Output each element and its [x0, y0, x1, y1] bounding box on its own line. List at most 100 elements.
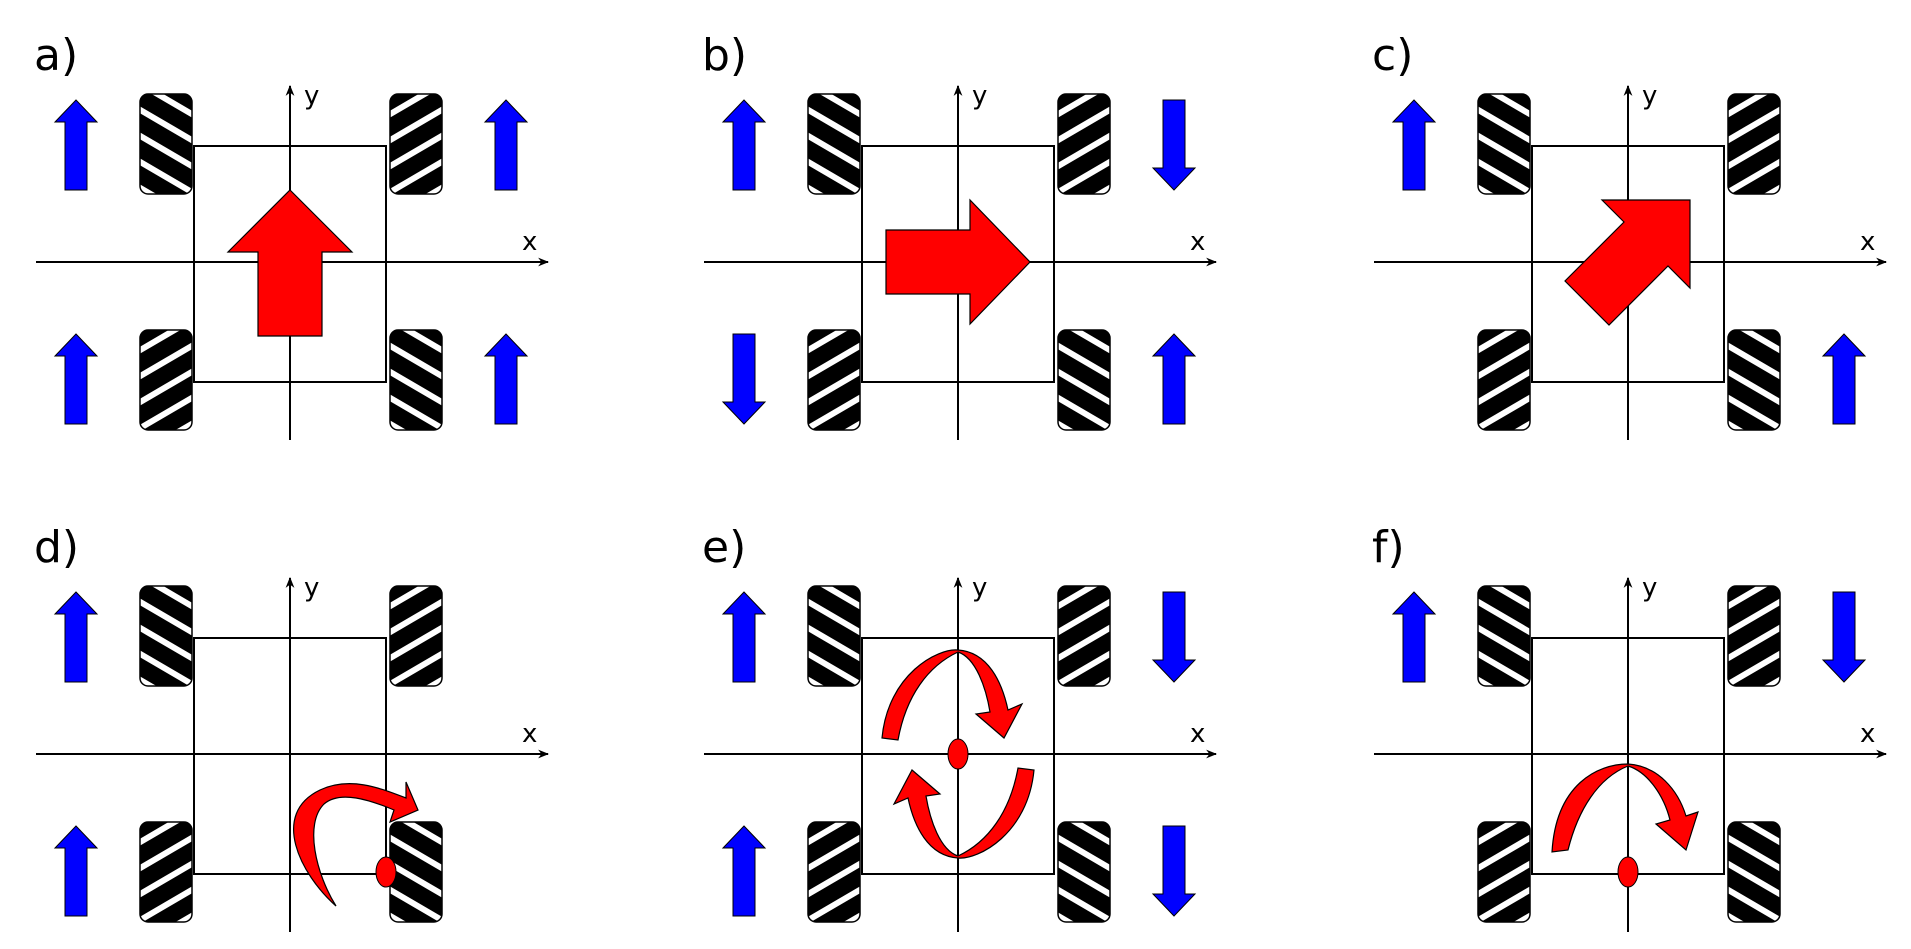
wheel-front-right-roller — [390, 619, 442, 667]
wheel-front-left-roller — [140, 619, 192, 667]
wheel-rear-left — [130, 262, 202, 431]
wheel-arrow-front-left — [721, 591, 767, 683]
x-axis-label: x — [1860, 227, 1875, 257]
wheel-rear-left-roller — [140, 907, 192, 922]
wheel-front-right-roller — [380, 700, 452, 742]
wheel-front-right-roller — [380, 518, 452, 560]
wheel-front-left-body — [1478, 94, 1530, 194]
wheel-rear-left-roller — [1478, 829, 1530, 877]
wheel-front-right-roller — [380, 208, 452, 250]
wheel-rear-right-roller — [1728, 822, 1780, 825]
wheel-rear-left-roller — [140, 855, 192, 903]
y-axis-label: y — [304, 573, 319, 603]
wheel-rear-left-roller — [808, 363, 860, 411]
wheel-rear-right-roller — [1058, 363, 1110, 411]
rotation-arrow-top — [881, 649, 1024, 741]
wheel-rear-left-body — [1468, 330, 1540, 486]
wheel-front-right-roller — [1058, 586, 1110, 589]
wheel-front-left — [139, 585, 193, 687]
wheel-rear-right-roller — [390, 337, 442, 385]
wheel-arrow-front-left — [53, 591, 99, 683]
wheel-arrow-front-left — [1391, 99, 1437, 191]
wheel-front-left-roller — [1478, 586, 1530, 615]
wheel-front-left-outline — [807, 93, 861, 195]
wheel-front-right-body — [1718, 94, 1790, 250]
wheel-rear-right-roller — [1718, 936, 1790, 949]
wheel-rear-right-body — [380, 330, 452, 486]
wheel-front-left-roller — [808, 586, 860, 615]
wheel-rear-left-roller — [140, 337, 192, 385]
panel-label: f) — [1372, 522, 1405, 573]
wheel-rear-left-roller — [1478, 363, 1530, 411]
wheel-front-left-roller — [1478, 94, 1530, 97]
rotation-arrow-bottom — [892, 767, 1035, 859]
wheel-rear-left-roller — [798, 936, 870, 949]
wheel-rear-left-roller — [130, 262, 202, 304]
wheel-rear-right-roller — [1728, 855, 1780, 903]
wheel-arrow-rear-right — [483, 333, 529, 425]
wheel-rear-left-body — [798, 262, 870, 430]
wheel-rear-left — [139, 821, 193, 923]
wheel-rear-right-outline — [1057, 821, 1111, 923]
wheel-front-right-roller — [1058, 127, 1110, 175]
wheel-front-left-body — [140, 586, 192, 686]
wheel-front-right-roller — [390, 593, 442, 641]
wheel-front-right-roller — [1058, 94, 1110, 123]
wheel-arrow-rear-right — [1151, 825, 1197, 917]
wheel-front-right-roller — [390, 586, 442, 615]
wheel-rear-left-roller — [140, 822, 192, 825]
wheel-front-right — [1727, 585, 1781, 687]
wheel-front-right-roller — [1058, 593, 1110, 641]
wheel-rear-left-roller — [140, 363, 192, 411]
rotation-arrow — [293, 781, 419, 907]
rotation-center — [947, 738, 969, 770]
wheel-arrow-front-left — [721, 99, 767, 191]
wheel-front-left — [1477, 585, 1531, 687]
y-axis-label: y — [1642, 81, 1657, 111]
wheel-rear-left-roller — [798, 262, 870, 304]
wheel-front-right-roller — [1718, 208, 1790, 250]
wheel-front-left — [807, 93, 861, 195]
wheel-rear-left-roller — [140, 330, 192, 333]
wheel-rear-left-roller — [1468, 936, 1540, 949]
wheel-rear-left-roller — [1468, 444, 1540, 486]
panel-e: e)xy — [702, 522, 1218, 949]
wheel-rear-left — [1468, 821, 1540, 949]
wheel-rear-left — [1468, 329, 1540, 486]
wheel-front-left-roller — [808, 94, 860, 97]
wheel-rear-left-roller — [1478, 855, 1530, 903]
wheel-front-left-roller — [808, 619, 860, 667]
wheel-front-right-roller — [1728, 586, 1780, 589]
wheel-rear-right-roller — [1728, 822, 1780, 851]
wheel-rear-left-outline — [1477, 821, 1531, 923]
wheel-rear-right-roller — [1058, 829, 1110, 877]
wheel-rear-left-outline — [807, 329, 861, 431]
motion-arrow — [226, 189, 354, 337]
wheel-rear-right-roller — [1058, 822, 1110, 825]
wheel-front-left-roller — [140, 94, 192, 123]
wheel-rear-right-roller — [380, 444, 452, 486]
wheel-rear-left-body — [1468, 822, 1540, 949]
wheel-front-right-outline — [1057, 585, 1111, 687]
wheel-front-right-roller — [1728, 127, 1780, 175]
wheel-front-right-roller — [1728, 101, 1780, 149]
wheel-front-right-outline — [389, 585, 443, 687]
motion-arrow — [1564, 199, 1691, 326]
wheel-rear-left-roller — [808, 855, 860, 903]
panel-c: c)xy — [1372, 30, 1888, 486]
wheel-front-left-roller — [808, 127, 860, 175]
wheel-rear-right-roller — [1048, 936, 1120, 949]
wheel-rear-right-roller — [390, 822, 442, 851]
wheel-rear-left-roller — [808, 330, 860, 333]
wheel-front-right-roller — [390, 101, 442, 149]
wheel-rear-right-roller — [1728, 415, 1780, 430]
panel-a: a)xy — [34, 30, 550, 486]
x-axis-label: x — [1190, 227, 1205, 257]
wheel-arrow-rear-left — [53, 825, 99, 917]
wheel-rear-right-roller — [1718, 262, 1790, 304]
wheel-rear-left-roller — [140, 822, 192, 851]
wheel-rear-right-roller — [390, 330, 442, 359]
wheel-rear-right-roller — [390, 330, 442, 333]
motion-arrow — [885, 198, 1031, 326]
wheel-rear-right — [1057, 329, 1111, 431]
